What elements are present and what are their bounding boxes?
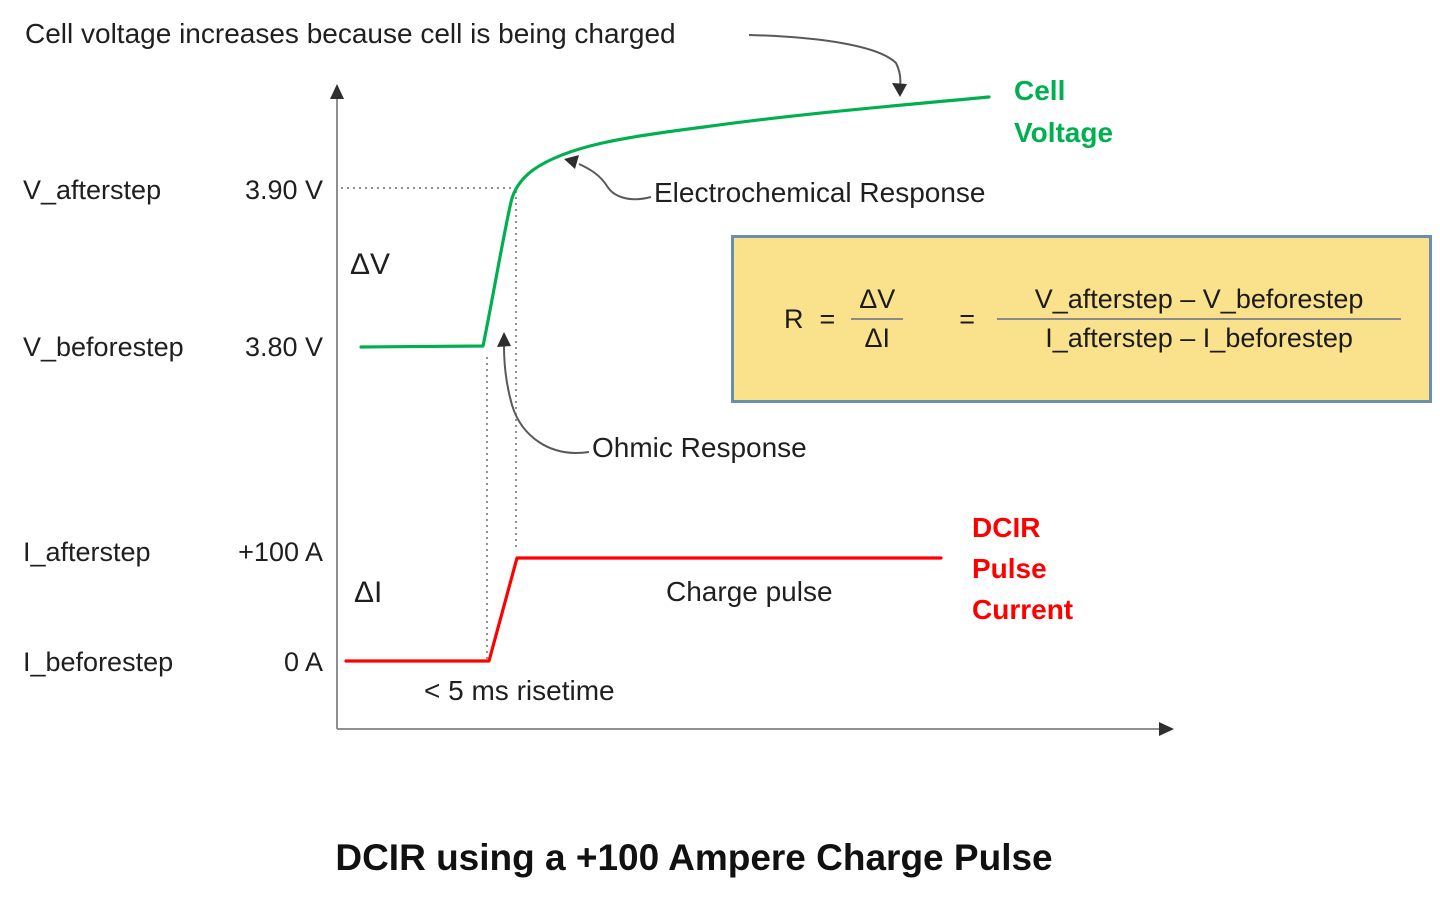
charge-pulse-label: Charge pulse: [666, 576, 833, 607]
i-beforestep-name: I_beforestep: [23, 647, 174, 677]
dcir-pulse-current-series-label: DCIR Pulse Current: [972, 507, 1073, 630]
dcir-line3: Current: [972, 594, 1074, 625]
i-beforestep-value: 0 A: [283, 647, 323, 677]
electrochemical-arrow: [578, 163, 652, 201]
cell-voltage-series-label: Cell Voltage: [1014, 70, 1113, 154]
dcir-line1: DCIR: [972, 512, 1041, 543]
label-row-v-afterstep: V_afterstep 3.90 V: [23, 174, 323, 206]
delta-v-label: ΔV: [350, 248, 391, 281]
v-beforestep-name: V_beforestep: [23, 332, 184, 362]
y-axis-arrowhead-icon: [330, 84, 344, 99]
x-axis-arrowhead-icon: [1159, 722, 1174, 736]
risetime-label: < 5 ms risetime: [424, 675, 615, 706]
label-row-i-beforestep: I_beforestep 0 A: [23, 646, 323, 678]
cell-voltage-line2: Voltage: [1014, 117, 1114, 148]
fraction-bar-small: [851, 318, 904, 320]
delta-i-label: ΔI: [354, 576, 383, 609]
formula-delta-fraction: ΔV ΔI: [851, 284, 904, 354]
fraction-bar-big: [997, 318, 1402, 320]
electrochemical-response-label: Electrochemical Response: [654, 177, 986, 208]
v-afterstep-name: V_afterstep: [23, 175, 162, 205]
formula-numerator: V_afterstep – V_beforestep: [1034, 284, 1364, 314]
electrochemical-arrowhead-icon: [564, 155, 579, 169]
top-annotation-text: Cell voltage increases because cell is b…: [25, 18, 676, 49]
formula-equals-1: =: [819, 303, 836, 334]
v-beforestep-value: 3.80 V: [244, 332, 323, 362]
resistance-formula-box: R = ΔV ΔI = V_afterstep – V_beforestep I…: [731, 235, 1432, 403]
formula-equals-2: =: [959, 303, 976, 334]
top-annotation-arrowhead-icon: [892, 83, 907, 97]
cell-voltage-curve: [359, 95, 991, 349]
formula-delta-i: ΔI: [864, 323, 891, 353]
figure-title: DCIR using a +100 Ampere Charge Pulse: [335, 837, 1053, 878]
v-afterstep-value: 3.90 V: [244, 175, 323, 205]
pulse-current-curve: [344, 556, 943, 663]
formula-delta-v: ΔV: [859, 284, 896, 314]
ohmic-arrow: [503, 345, 590, 454]
formula-r: R: [784, 303, 804, 334]
top-annotation-arrow: [748, 34, 902, 87]
label-row-v-beforestep: V_beforestep 3.80 V: [23, 331, 323, 363]
cell-voltage-line1: Cell: [1014, 75, 1066, 106]
ohmic-arrowhead-icon: [497, 332, 511, 347]
formula-step-fraction: V_afterstep – V_beforestep I_afterstep –…: [997, 284, 1402, 354]
ohmic-response-label: Ohmic Response: [592, 432, 807, 463]
label-row-i-afterstep: I_afterstep +100 A: [23, 536, 323, 568]
i-afterstep-value: +100 A: [238, 537, 323, 567]
i-afterstep-name: I_afterstep: [23, 537, 151, 567]
dcir-line2: Pulse: [972, 553, 1047, 584]
formula-denominator: I_afterstep – I_beforestep: [1045, 323, 1353, 353]
